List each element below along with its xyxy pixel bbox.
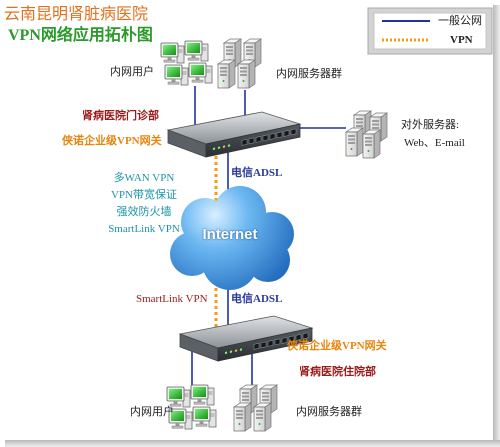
feature-item: SmartLink VPN <box>108 223 180 235</box>
desktop-pc-icon <box>192 406 217 428</box>
top-users-label: 内网用户 <box>110 66 154 78</box>
feature-item: 强效防火墙 <box>116 206 172 218</box>
top-vpn-router-icon <box>167 111 301 158</box>
desktop-pc-icon <box>184 40 209 62</box>
bottom-isp-label: 电信ADSL <box>231 293 283 305</box>
top-isp-label: 电信ADSL <box>231 167 283 179</box>
internet-label: Internet <box>202 226 258 243</box>
bottom-site-name: 肾病医院住院部 <box>299 366 376 378</box>
server-tower-icon <box>345 127 364 157</box>
external-services-label: Web、E-mail <box>404 137 465 149</box>
desktop-pc-icon <box>166 386 191 408</box>
bottom-users-pc-cluster <box>166 384 217 430</box>
desktop-pc-icon <box>188 62 213 84</box>
server-tower-icon <box>253 402 272 432</box>
legend-box <box>367 7 493 55</box>
bottom-servers-cluster <box>233 384 278 432</box>
top-servers-cluster <box>217 38 262 89</box>
feature-item: VPN带宽保证 <box>110 189 177 201</box>
desktop-pc-icon <box>190 384 215 406</box>
external-servers-label: 对外服务器: <box>401 119 460 131</box>
top-gateway-label: 侠诺企业级VPN网关 <box>62 135 162 147</box>
desktop-pc-icon <box>164 64 189 86</box>
top-users-pc-cluster <box>160 40 213 86</box>
diagram-title: 云南昆明肾脏病医院 <box>4 6 149 23</box>
server-tower-icon <box>237 59 256 89</box>
frame-shadow-right <box>493 5 500 447</box>
top-servers-label: 内网服务器群 <box>276 68 342 80</box>
external-servers-cluster <box>345 110 388 159</box>
top-site-name: 肾病医院门诊部 <box>82 110 159 122</box>
frame-shadow-bottom <box>5 440 500 447</box>
bottom-users-label: 内网用户 <box>130 406 174 418</box>
bottom-servers-label: 内网服务器群 <box>296 406 362 418</box>
diagram-subtitle: VPN网络应用拓朴图 <box>8 27 153 44</box>
desktop-pc-icon <box>160 42 185 64</box>
internet-cloud-icon <box>170 186 294 290</box>
feature-item: 多WAN VPN <box>113 172 175 184</box>
server-tower-icon <box>362 129 381 159</box>
bottom-vpn-link-label: SmartLink VPN <box>136 293 208 305</box>
bottom-gateway-label: 侠诺企业级VPN网关 <box>287 340 387 352</box>
server-tower-icon <box>233 402 252 432</box>
legend-public-network-label: 一般公网 <box>438 15 482 27</box>
legend-vpn-label: VPN <box>450 34 473 46</box>
feature-list: 多WAN VPN VPN带宽保证 强效防火墙 SmartLink VPN <box>88 170 200 238</box>
server-tower-icon <box>217 59 236 89</box>
